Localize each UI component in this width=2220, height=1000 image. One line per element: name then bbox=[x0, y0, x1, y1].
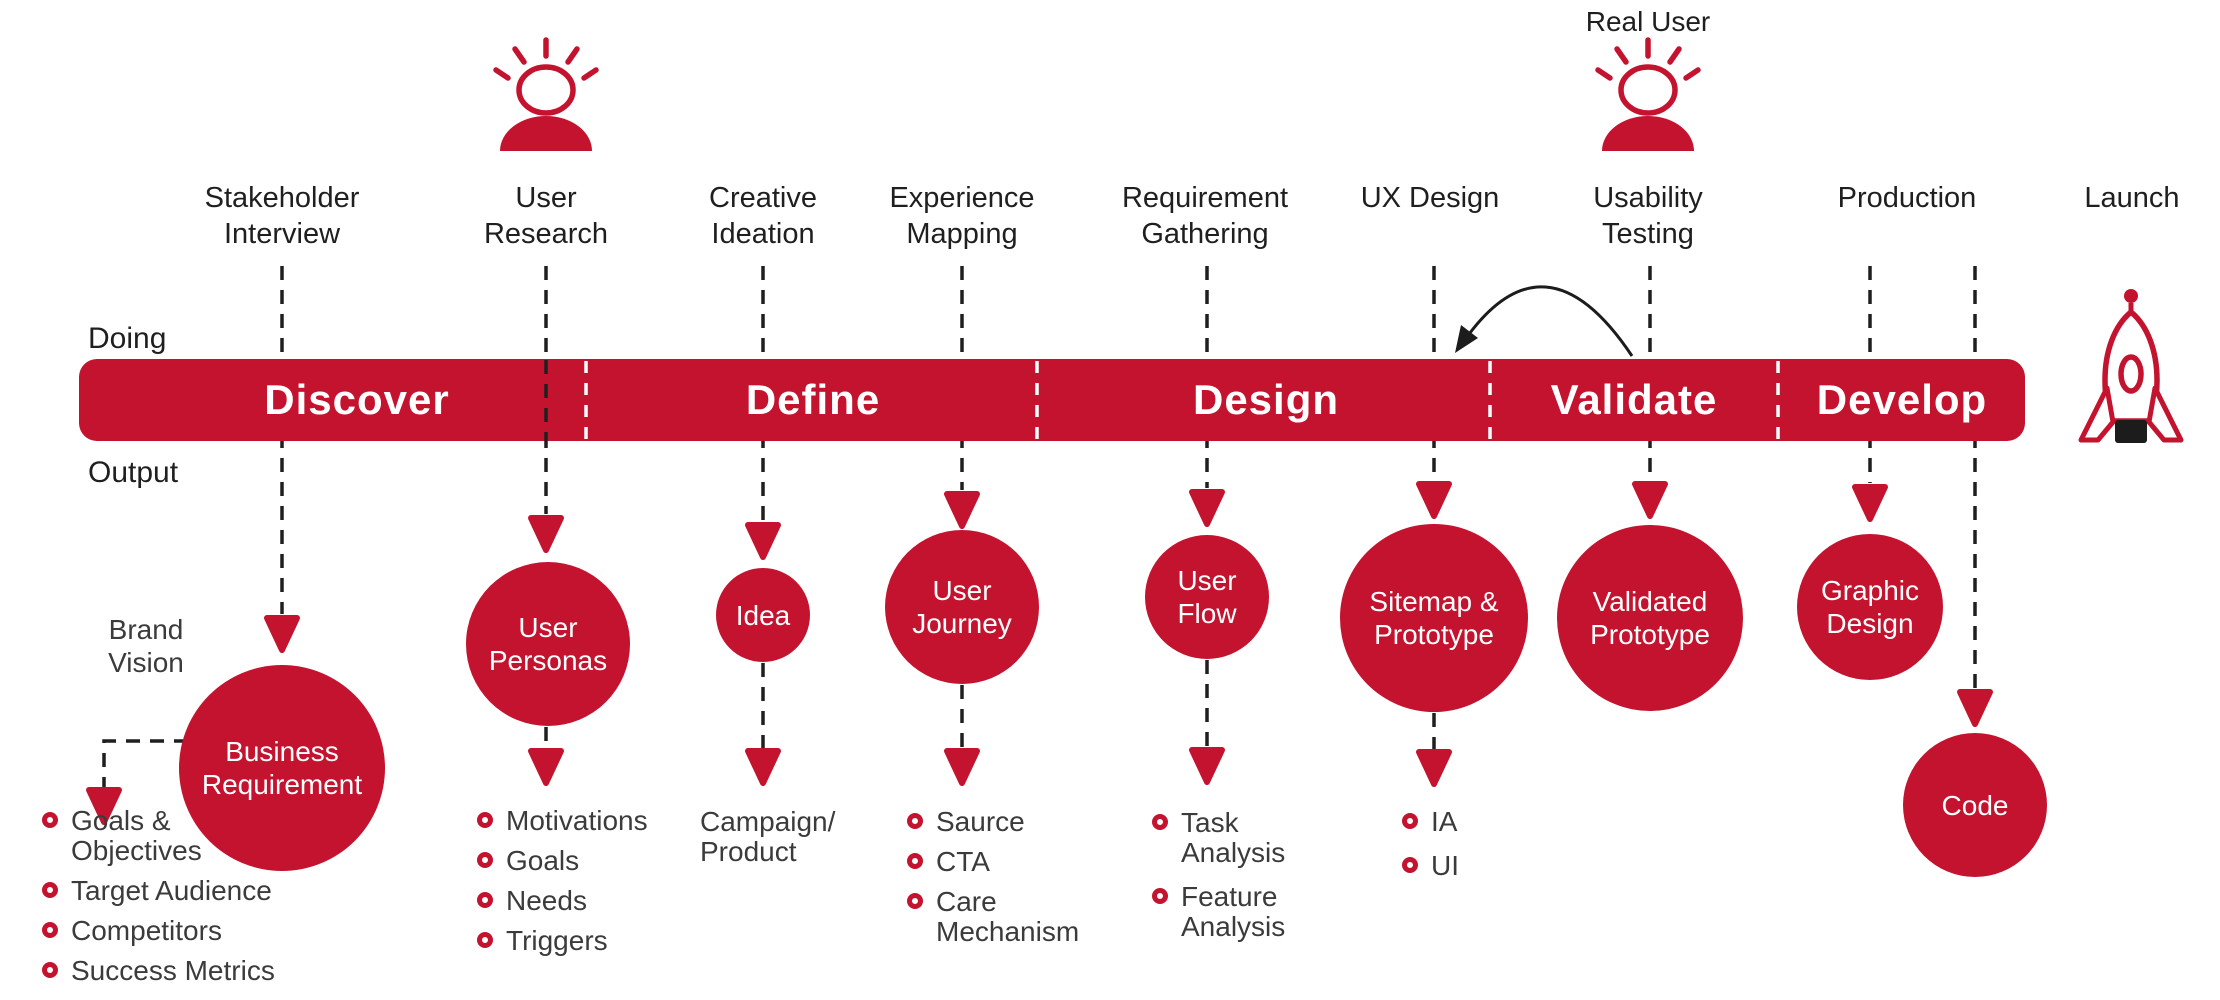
arrowhead-icon bbox=[1189, 489, 1225, 527]
bullet-ring-icon bbox=[1152, 814, 1168, 830]
output-user-journey: User Journey bbox=[885, 530, 1039, 684]
phase-develop: Develop bbox=[1816, 376, 1988, 423]
output-user-personas: User Personas bbox=[466, 562, 630, 726]
arrowhead-icon bbox=[1416, 481, 1452, 519]
activity-stakeholder-interview: Stakeholder Interview bbox=[204, 182, 360, 250]
list-item: CTA bbox=[907, 847, 1079, 877]
arrowhead-icon bbox=[944, 491, 980, 529]
person-icon bbox=[493, 37, 599, 151]
bullet-ring-icon bbox=[1152, 888, 1168, 904]
arrowhead-icon bbox=[1957, 689, 1993, 727]
phase-design: Design bbox=[1192, 376, 1340, 423]
bullet-ring-icon bbox=[1402, 813, 1418, 829]
bullet-ring-icon bbox=[1402, 857, 1418, 873]
list-item: Motivations bbox=[477, 806, 648, 836]
activity-ux-design: UX Design bbox=[1360, 182, 1500, 214]
output-validated-prototype: Validated Prototype bbox=[1557, 525, 1743, 711]
arrowhead-icon bbox=[528, 748, 564, 786]
output-business-requirement: Business Requirement bbox=[179, 665, 385, 871]
activity-production: Production bbox=[1837, 182, 1977, 214]
list-item: Care Mechanism bbox=[907, 887, 1079, 947]
list-item: Saurce bbox=[907, 807, 1079, 837]
arrowhead-icon bbox=[1852, 484, 1888, 522]
bullet-ring-icon bbox=[907, 893, 923, 909]
list-item: Task Analysis bbox=[1152, 808, 1285, 868]
list-item: Target Audience bbox=[42, 876, 275, 906]
list-item: Goals bbox=[477, 846, 648, 876]
output-graphic-design: Graphic Design bbox=[1797, 534, 1943, 680]
person-icon bbox=[1595, 37, 1701, 151]
brand-vision-elbow-line bbox=[102, 739, 188, 787]
bullet-ring-icon bbox=[42, 962, 58, 978]
list-item: IA bbox=[1402, 807, 1459, 837]
brand-vision-label: Brand Vision bbox=[108, 614, 184, 678]
business-requirement-bullet-list: Goals & Objectives Target Audience Compe… bbox=[42, 806, 275, 996]
arrowhead-icon bbox=[528, 515, 564, 553]
arrowhead-icon bbox=[745, 522, 781, 560]
phase-define: Define bbox=[745, 376, 881, 423]
process-phase-banner bbox=[79, 359, 2025, 441]
output-code: Code bbox=[1903, 733, 2047, 877]
list-item: Triggers bbox=[477, 926, 648, 956]
list-item: UI bbox=[1402, 851, 1459, 881]
output-sitemap-prototype: Sitemap & Prototype bbox=[1340, 524, 1528, 712]
bullet-ring-icon bbox=[42, 922, 58, 938]
bullet-ring-icon bbox=[907, 813, 923, 829]
arrowhead-icon bbox=[1416, 749, 1452, 787]
bullet-ring-icon bbox=[42, 812, 58, 828]
rocket-icon bbox=[2078, 289, 2184, 443]
real-user-label: Real User bbox=[1585, 6, 1711, 37]
arrowhead-icon bbox=[745, 748, 781, 786]
activity-experience-mapping: Experience Mapping bbox=[889, 182, 1035, 250]
bullet-ring-icon bbox=[907, 853, 923, 869]
activity-usability-testing: Usability Testing bbox=[1593, 182, 1703, 250]
sitemap-prototype-bullet-list: IA UI bbox=[1402, 807, 1459, 895]
doing-label: Doing bbox=[88, 322, 167, 355]
list-item: Feature Analysis bbox=[1152, 882, 1285, 942]
arrowhead-icon bbox=[1632, 481, 1668, 519]
output-label: Output bbox=[88, 456, 179, 489]
list-item: Needs bbox=[477, 886, 648, 916]
output-idea: Idea bbox=[716, 568, 810, 662]
activity-launch: Launch bbox=[2084, 182, 2180, 214]
list-item: Success Metrics bbox=[42, 956, 275, 986]
arrowhead-icon bbox=[944, 748, 980, 786]
output-user-flow: User Flow bbox=[1145, 535, 1269, 659]
arrowhead-icon bbox=[264, 615, 300, 653]
activity-requirement-gathering: Requirement Gathering bbox=[1121, 182, 1289, 250]
bullet-ring-icon bbox=[477, 852, 493, 868]
list-item: Competitors bbox=[42, 916, 275, 946]
phase-discover: Discover bbox=[264, 376, 450, 423]
bullet-ring-icon bbox=[477, 812, 493, 828]
iteration-arrow-icon bbox=[1455, 285, 1634, 357]
bullet-ring-icon bbox=[477, 932, 493, 948]
bullet-ring-icon bbox=[477, 892, 493, 908]
activity-user-research: User Research bbox=[483, 182, 609, 250]
user-journey-bullet-list: Saurce CTA Care Mechanism bbox=[907, 807, 1079, 957]
arrowhead-icon bbox=[1189, 747, 1225, 785]
list-item: Goals & Objectives bbox=[42, 806, 275, 866]
user-flow-bullet-list: Task Analysis Feature Analysis bbox=[1152, 808, 1285, 956]
activity-creative-ideation: Creative Ideation bbox=[709, 182, 817, 250]
user-personas-bullet-list: Motivations Goals Needs Triggers bbox=[477, 806, 648, 966]
bullet-ring-icon bbox=[42, 882, 58, 898]
campaign-product-note: Campaign/ Product bbox=[700, 806, 836, 867]
phase-validate: Validate bbox=[1550, 376, 1718, 423]
